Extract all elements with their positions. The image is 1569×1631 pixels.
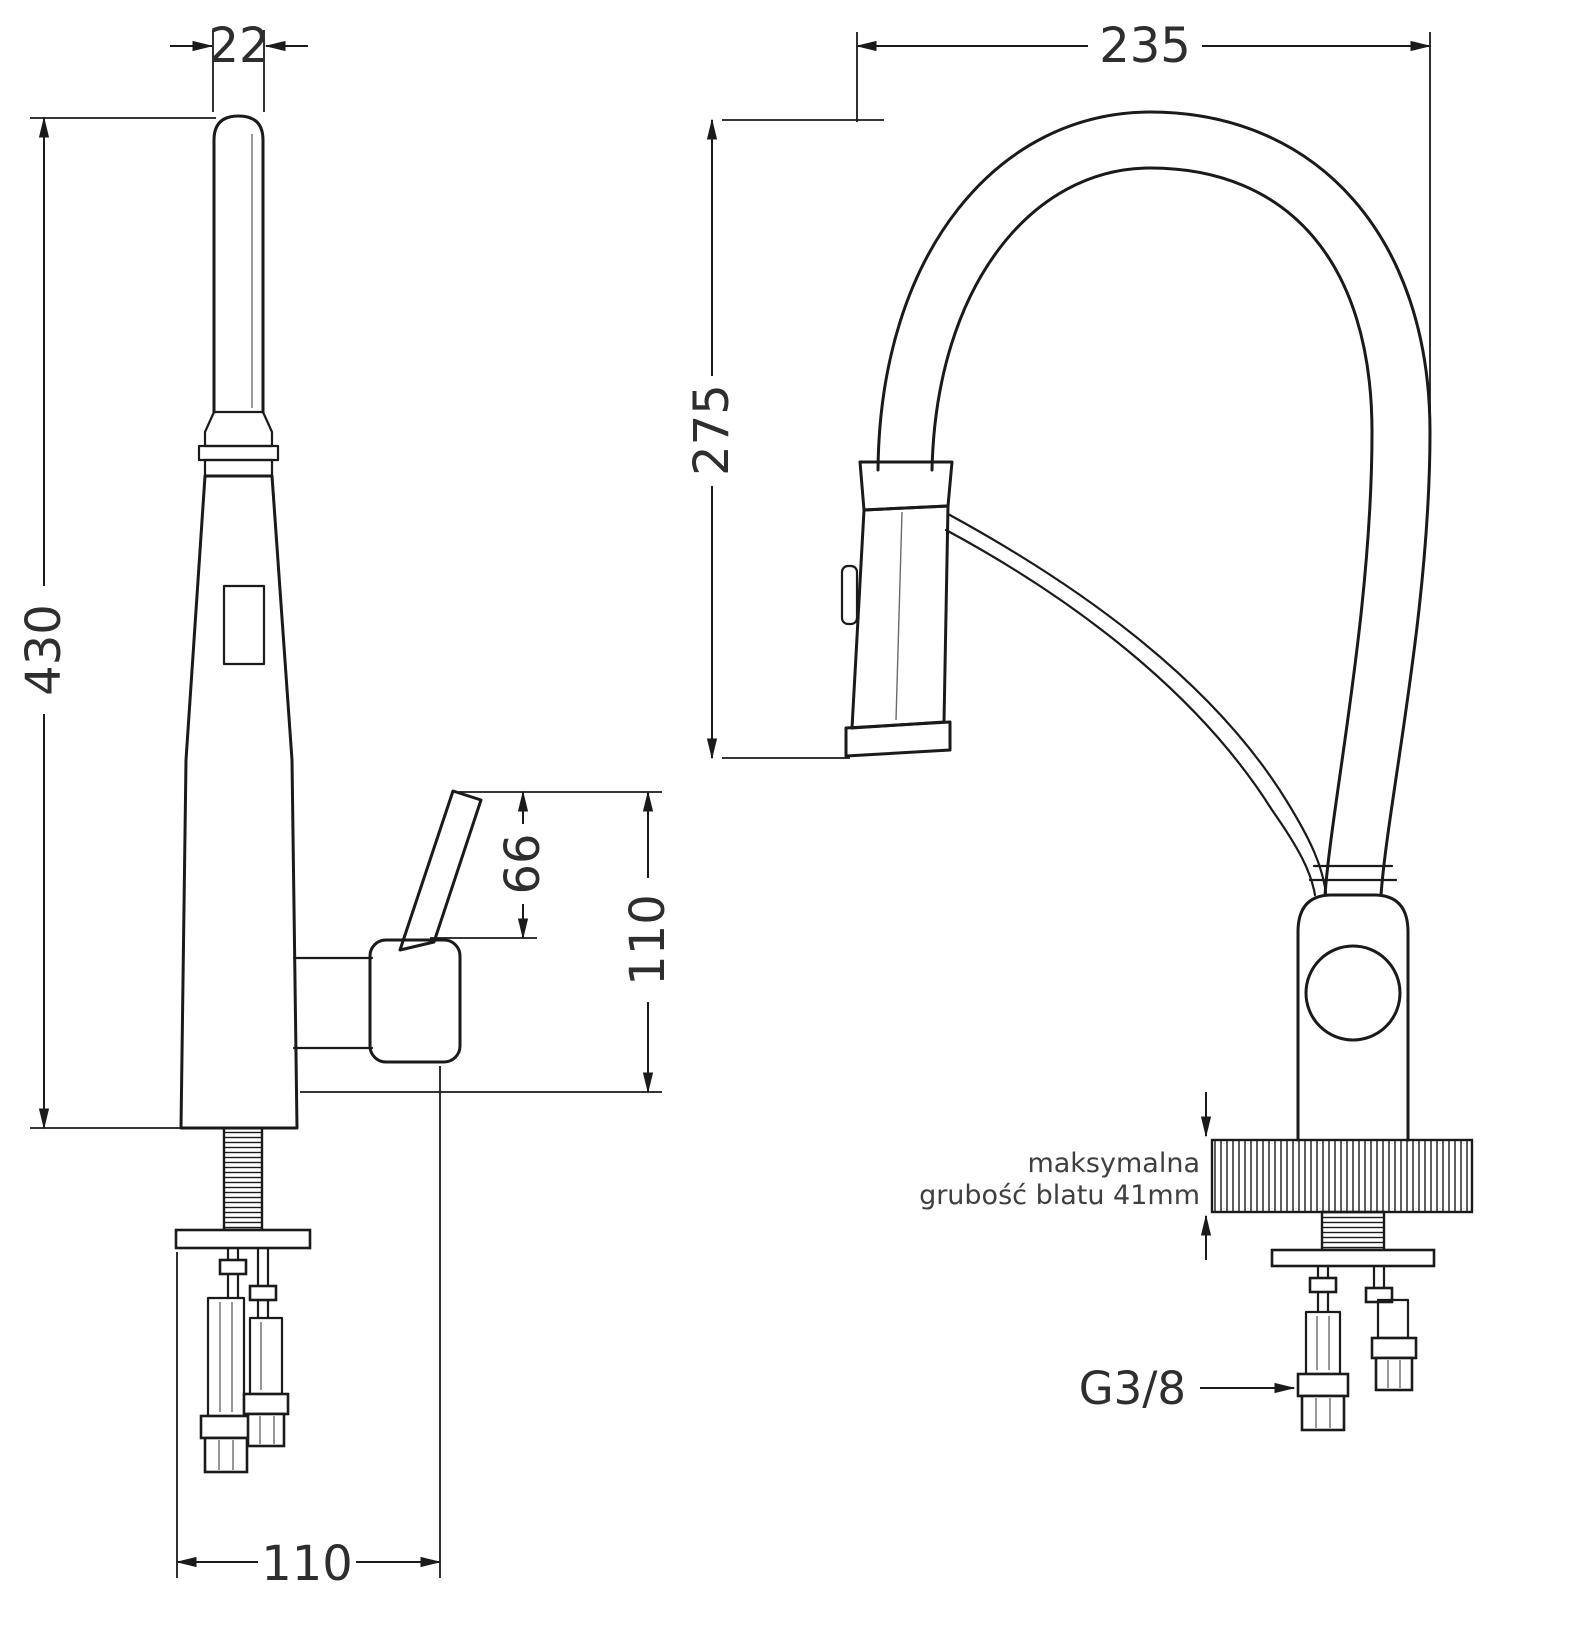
side-mounting-flange (174, 1228, 312, 1250)
front-supply-hoses (1296, 1298, 1418, 1432)
side-body (179, 474, 299, 1130)
side-aerator (197, 410, 280, 478)
thread-callout: G3/8 (1079, 1362, 1296, 1415)
front-mounting-rods (1308, 1264, 1394, 1314)
side-mounting-rods (218, 1246, 278, 1320)
side-hose-nut-right (246, 1412, 286, 1448)
counter-note-line2: grubość blatu 41mm (919, 1180, 1200, 1211)
front-spout-outer-curve (876, 110, 1432, 897)
dimension-spout-diameter: 22 (170, 18, 308, 112)
countertop-thickness-annotation: maksymalna grubość blatu 41mm (919, 1092, 1212, 1260)
side-handle (292, 789, 483, 1064)
front-view-dimensions: 235 275 maksymalna grubość blatu 41mm G3… (684, 18, 1432, 1415)
front-spray-outlet (844, 720, 952, 758)
front-spout-inner-curve (930, 166, 1374, 897)
thread-label-g38: G3/8 (1079, 1362, 1186, 1415)
counter-note-line1: maksymalna (1027, 1148, 1200, 1179)
front-body (1296, 893, 1410, 1142)
side-handle-body (368, 938, 462, 1064)
side-hose-nut-left (203, 1436, 249, 1474)
dim-label-235: 235 (1099, 18, 1191, 74)
dim-label-275: 275 (684, 384, 740, 476)
front-hose-fitting-center (1296, 1372, 1350, 1398)
faucet-side-view (174, 114, 483, 1474)
dimension-spout-reach: 235 (855, 18, 1432, 420)
front-spray-head (840, 460, 954, 758)
front-mixer-knob (1304, 944, 1402, 1042)
dim-label-110-bottom: 110 (261, 1536, 353, 1592)
dim-label-430: 430 (16, 604, 72, 696)
faucet-front-view (840, 110, 1474, 1432)
side-supply-hoses (199, 1296, 290, 1474)
countertop-slab (1210, 1138, 1474, 1214)
side-body-badge (222, 584, 266, 666)
dimension-spout-height: 275 (684, 118, 884, 760)
dim-label-22: 22 (208, 18, 269, 74)
dimension-handle-height: 66 (430, 790, 551, 940)
dim-label-110-right: 110 (620, 894, 676, 986)
front-flexible-hose (944, 512, 1328, 897)
front-hose-nut-right (1374, 1356, 1414, 1392)
dimension-total-height: 430 (16, 116, 216, 1130)
side-handle-lever (398, 789, 483, 952)
side-hose-fitting-right (242, 1392, 290, 1416)
dimension-handle-total-height: 110 (300, 790, 676, 1094)
side-hose-fitting-left (199, 1414, 253, 1440)
side-threaded-shank (222, 1126, 264, 1232)
front-mounting-plate (1270, 1248, 1436, 1268)
side-view-dimensions: 22 430 66 110 (16, 18, 676, 1592)
front-spray-button (840, 564, 859, 626)
dim-label-66: 66 (495, 833, 551, 894)
dimension-base-depth: 110 (175, 1066, 442, 1592)
front-hose-fitting-right (1370, 1336, 1418, 1360)
side-spout-tube (212, 114, 265, 414)
front-threaded-shank (1320, 1210, 1386, 1252)
front-hose-nut-center (1300, 1394, 1346, 1432)
